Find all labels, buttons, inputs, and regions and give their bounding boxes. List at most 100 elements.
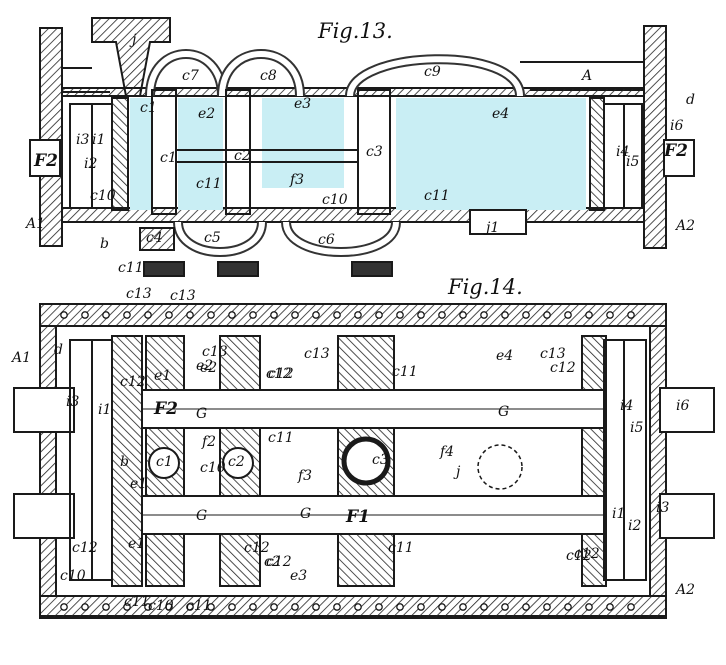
figure-13 (29, 17, 695, 277)
ref-label: c11 (268, 430, 294, 446)
ref-label: c8 (260, 68, 277, 84)
ref-label: F1 (345, 507, 370, 527)
port-c1 (148, 447, 180, 479)
ref-label: c12 (244, 540, 270, 556)
ref-label: G (498, 404, 509, 420)
bolt-hole (333, 311, 341, 319)
bolt-hole (375, 603, 383, 611)
bolt-hole (186, 603, 194, 611)
bottom-flange (39, 595, 667, 619)
ref-label: d (686, 92, 695, 108)
ref-label: c12 (266, 366, 292, 382)
ref-label: F2 (153, 399, 178, 419)
bolt-hole (543, 603, 551, 611)
bolt-hole (522, 311, 530, 319)
ref-label: i6 (670, 118, 683, 134)
ref-label: c6 (318, 232, 335, 248)
nut-3 (351, 261, 393, 277)
ref-label: c12 (266, 554, 292, 570)
top-flange (39, 303, 667, 327)
ref-label: c12 (268, 366, 294, 382)
ref-label: G (300, 506, 311, 522)
ref-label: c4 (146, 230, 163, 246)
figure-14 (13, 303, 715, 619)
ref-label: c13 (126, 286, 152, 302)
bolt-hole (522, 603, 530, 611)
column-right (581, 335, 607, 587)
bolt-holes-top (60, 311, 635, 319)
ref-label: c1 (156, 454, 173, 470)
ref-label: e2 (198, 106, 215, 122)
ref-label: c12 (550, 360, 576, 376)
ref-label: c2 (234, 148, 251, 164)
ref-label: i1 (98, 402, 111, 418)
bolt-holes-bottom (60, 603, 635, 611)
ref-label: e1 (130, 476, 147, 492)
shaft-left (29, 139, 61, 177)
bolt-hole (144, 311, 152, 319)
shaft-right (663, 139, 695, 177)
port-j-dashed (477, 444, 523, 490)
bolt-hole (249, 603, 257, 611)
port-c3 (341, 436, 391, 486)
ref-label: i3 (76, 132, 89, 148)
ref-label: A1 (24, 216, 45, 232)
bolt-hole (459, 603, 467, 611)
bolt-hole (165, 603, 173, 611)
shaft-upper-right (659, 387, 715, 433)
bolt-hole (501, 603, 509, 611)
nut-1 (143, 261, 185, 277)
outlet-j1 (469, 209, 527, 235)
bolt-hole (228, 311, 236, 319)
ref-label: f4 (439, 444, 454, 460)
seal-c10 (111, 97, 129, 211)
ref-label: c13 (202, 344, 228, 360)
piston-c1 (151, 89, 177, 215)
ref-label: A2 (674, 218, 695, 234)
bolt-hole (165, 311, 173, 319)
lug-c4 (139, 227, 175, 251)
ref-label: c3 (372, 452, 389, 468)
ref-label: c10 (60, 568, 86, 584)
ref-label: G (196, 406, 207, 422)
ref-label: i1 (92, 132, 105, 148)
ref-label: c10 (322, 192, 348, 208)
bolt-hole (207, 311, 215, 319)
ref-label: e3 (294, 96, 311, 112)
chamber-e2 (178, 98, 223, 210)
ref-label: c2 (228, 454, 245, 470)
bolt-hole (354, 603, 362, 611)
bolt-hole (438, 603, 446, 611)
ref-label: c11 (118, 260, 144, 276)
ref-label: e2 (200, 360, 217, 376)
bolt-hole (102, 603, 110, 611)
bolt-hole (417, 603, 425, 611)
left-end-flange (39, 27, 63, 247)
bolt-hole (81, 311, 89, 319)
piston-c3 (357, 89, 391, 215)
bolt-hole (501, 311, 509, 319)
shaft-lower-right (659, 493, 715, 539)
ref-label: i3 (656, 500, 669, 516)
ref-label: i4 (620, 398, 633, 414)
bolt-hole (354, 311, 362, 319)
ref-label: i3 (66, 394, 79, 410)
figure-13-title: Fig.13. (317, 19, 393, 43)
ref-label: c1 (160, 150, 177, 166)
ref-label: e4 (496, 348, 513, 364)
bolt-hole (81, 603, 89, 611)
ref-label: c11 (424, 188, 450, 204)
left-wall (39, 325, 57, 597)
ref-label: i5 (626, 154, 639, 170)
ref-label: c12 (574, 546, 600, 562)
bolt-hole (270, 603, 278, 611)
ref-label: A2 (674, 582, 695, 598)
bolt-hole (627, 603, 635, 611)
plate-i5 (623, 103, 643, 209)
ref-label: G (196, 508, 207, 524)
ref-label: e2 (196, 358, 213, 374)
bolt-hole (543, 311, 551, 319)
ref-label: c12 (566, 548, 592, 564)
